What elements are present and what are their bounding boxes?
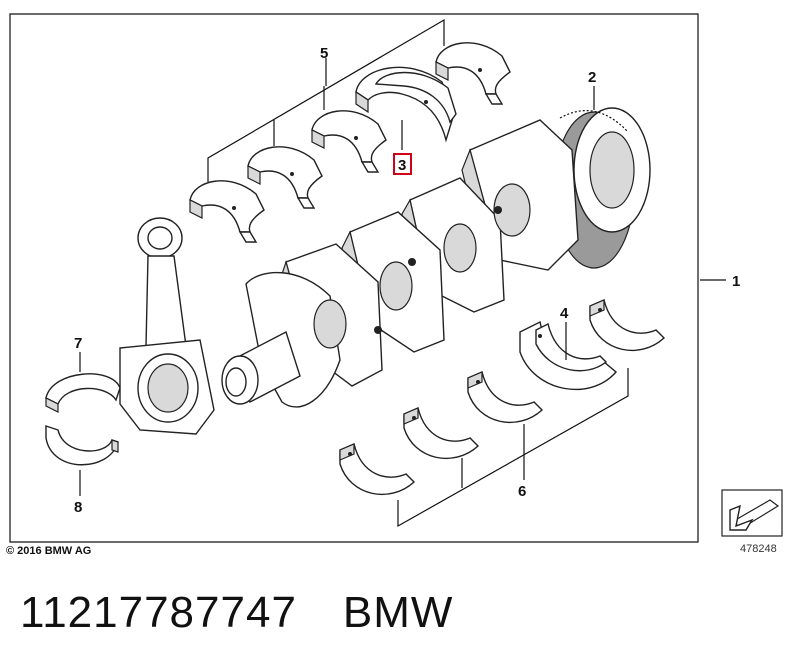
bearing-shell-lower-3 xyxy=(467,371,544,424)
brand-name: BMW xyxy=(342,588,454,637)
copyright-text: © 2016 BMW AG xyxy=(6,545,91,557)
bearing-shell-upper-2 xyxy=(247,146,323,209)
bearing-shell-upper-5 xyxy=(435,42,511,105)
bearing-shell-lower-2 xyxy=(403,407,480,460)
callout-5-bracket xyxy=(207,18,445,182)
thrust-bearing-shell-lower xyxy=(519,320,617,391)
connecting-rod xyxy=(119,217,215,435)
diagram-frame xyxy=(9,13,699,543)
rod-bearing-shell-upper xyxy=(45,373,121,413)
thrust-bearing-shell xyxy=(355,66,457,143)
callout-2: 2 xyxy=(588,69,596,86)
callout-3-highlight-box xyxy=(393,153,412,175)
callout-1: 1 xyxy=(732,273,740,290)
view-direction-icon xyxy=(721,489,783,537)
crankshaft xyxy=(221,107,651,408)
callout-7: 7 xyxy=(74,335,82,352)
bearing-shell-lower-5 xyxy=(589,299,666,352)
reference-number: 478248 xyxy=(740,543,777,555)
lower-bearing-shells xyxy=(339,299,666,496)
rod-bearing-shell-lower xyxy=(45,425,119,466)
callout-6-bracket xyxy=(397,368,629,528)
callout-4: 4 xyxy=(560,305,569,322)
callout-3: 3 xyxy=(398,157,406,174)
callout-6: 6 xyxy=(518,483,526,500)
part-line: 11217787747 BMW xyxy=(20,588,453,638)
bearing-shell-lower-1 xyxy=(339,443,416,496)
part-number: 11217787747 xyxy=(20,588,297,637)
upper-bearing-shells xyxy=(189,42,511,243)
bearing-shell-upper-1 xyxy=(189,180,265,243)
callout-8: 8 xyxy=(74,499,82,516)
callout-5: 5 xyxy=(320,45,328,62)
bearing-shell-upper-3 xyxy=(311,110,387,173)
